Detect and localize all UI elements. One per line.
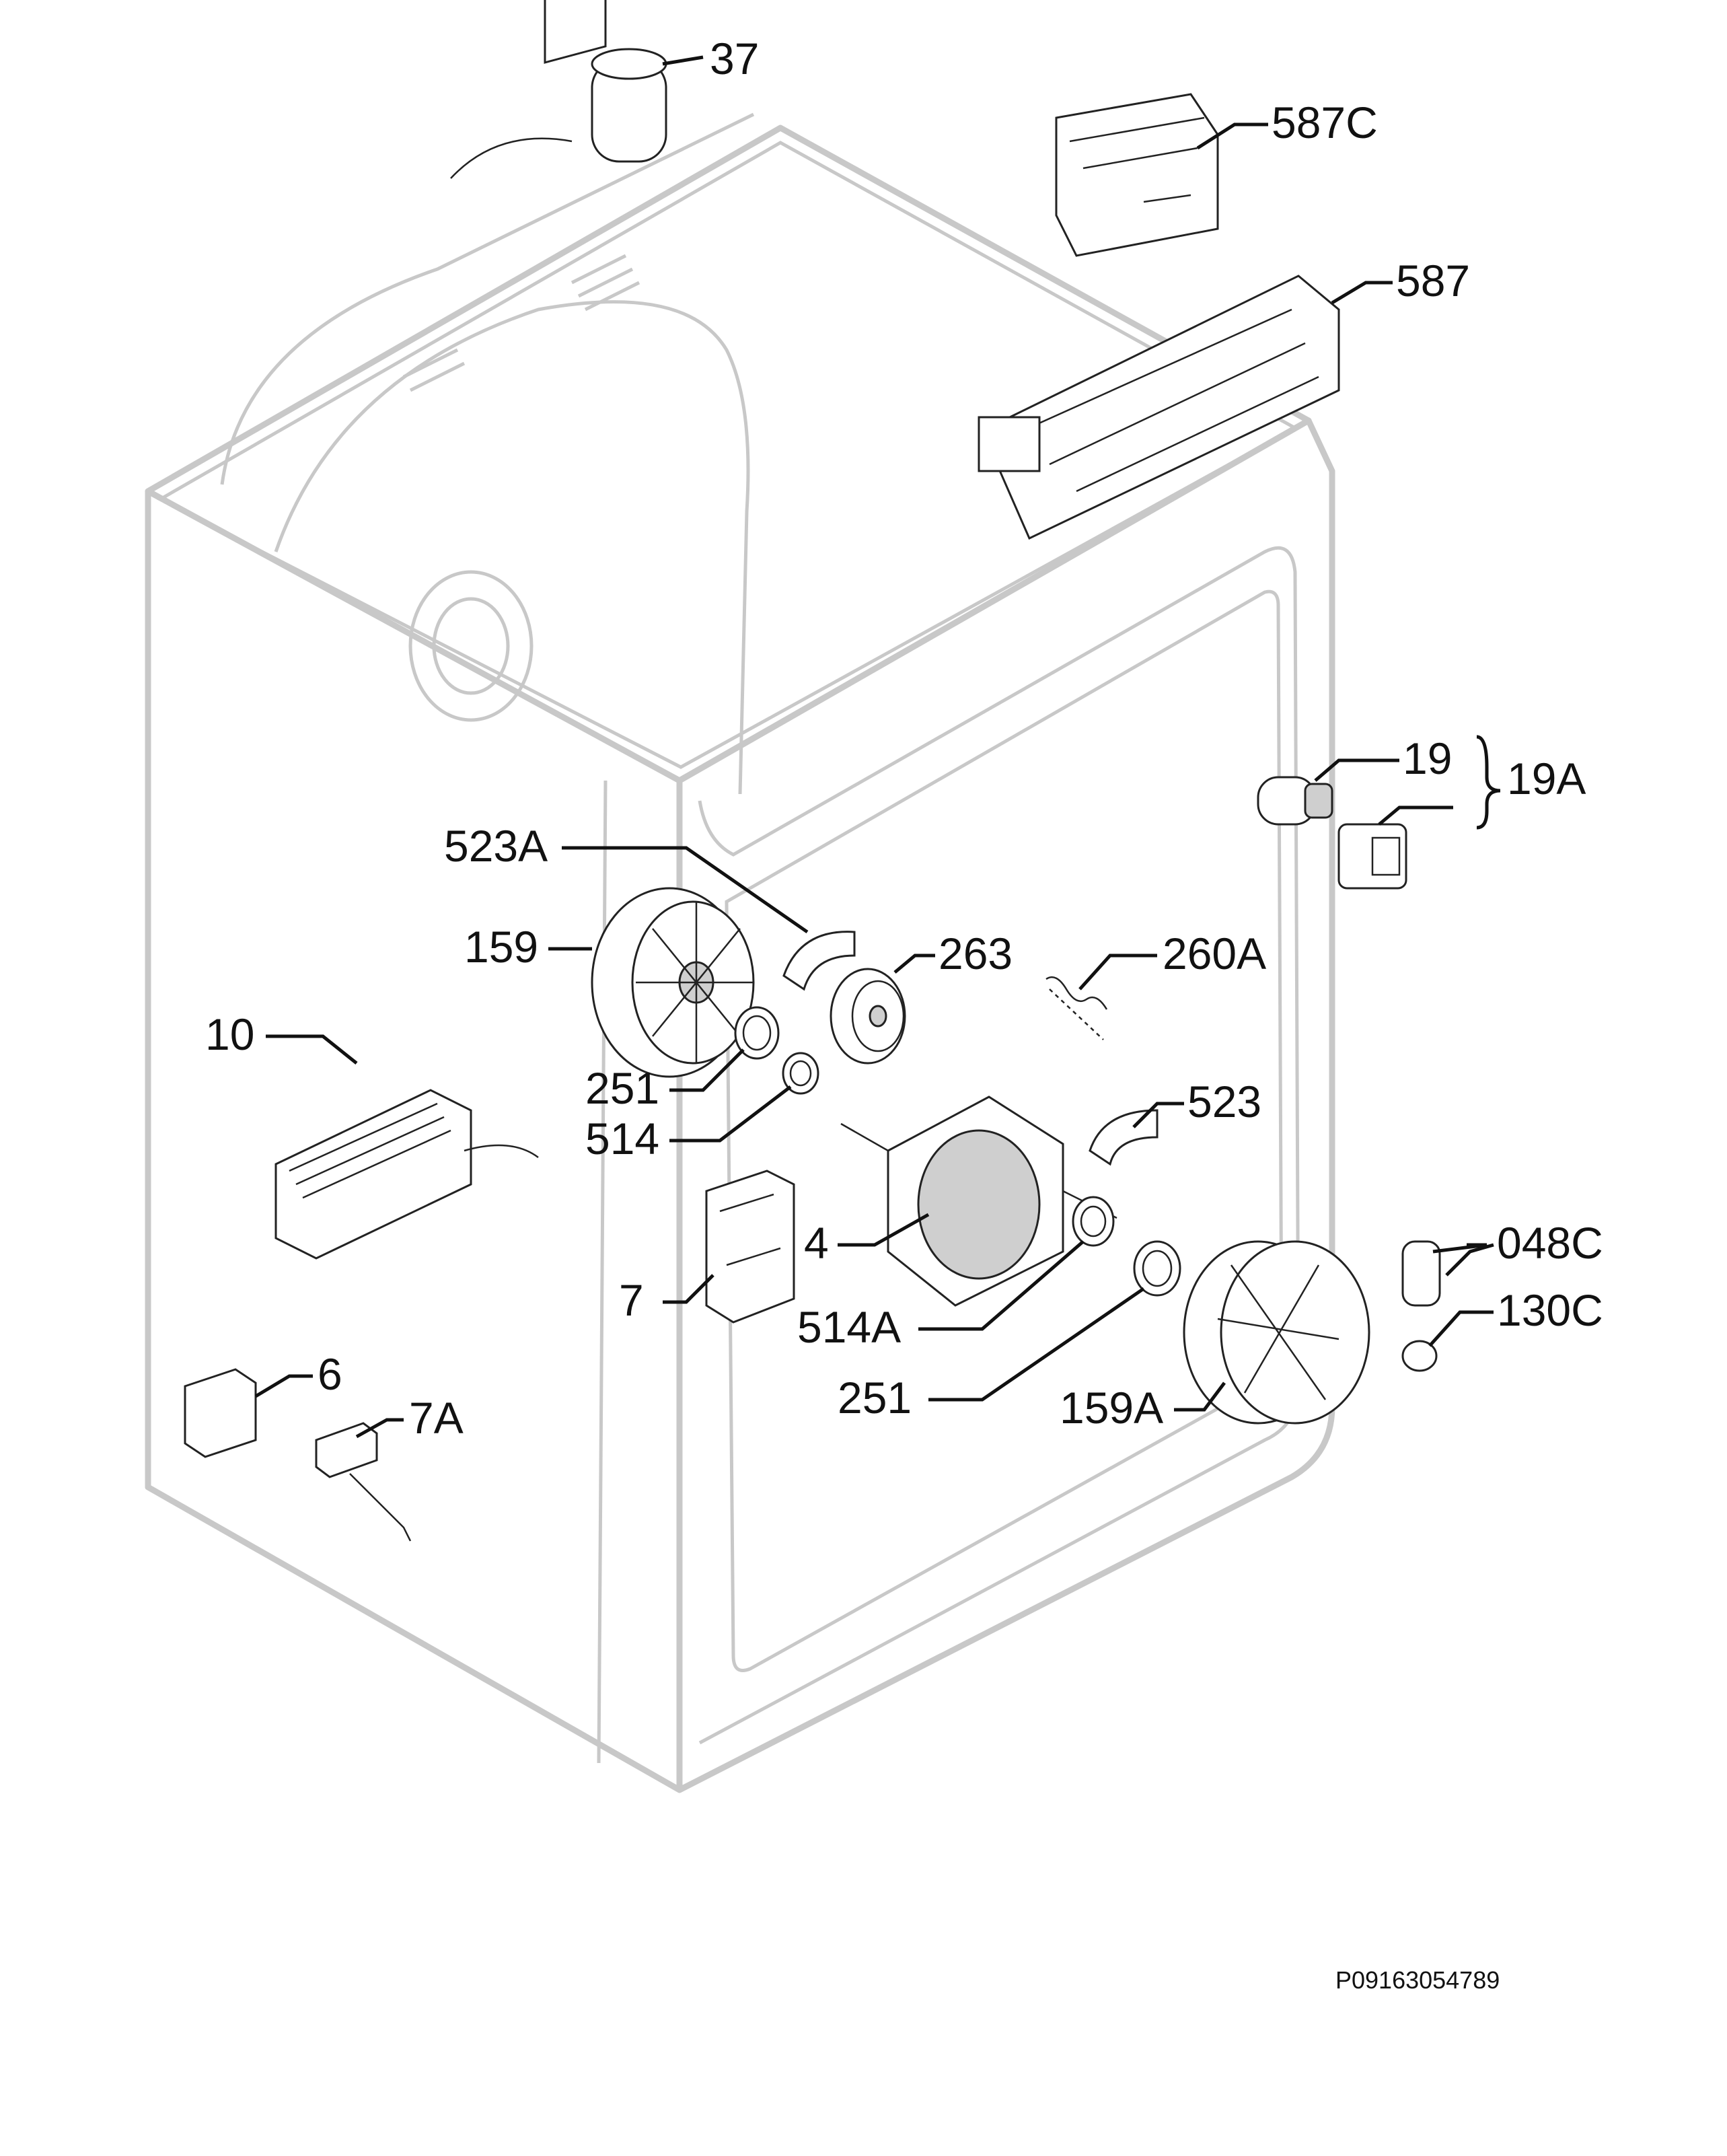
label-4: 4 — [804, 1218, 829, 1268]
label-10: 10 — [205, 1009, 254, 1059]
part-159-impeller — [591, 887, 755, 1078]
part-7-door-lock — [705, 1170, 795, 1324]
dryer-cabinet — [145, 112, 1335, 1793]
label-130C: 130C — [1497, 1285, 1603, 1335]
label-587: 587 — [1396, 256, 1470, 306]
part-159A-fan — [1183, 1240, 1370, 1425]
label-6: 6 — [318, 1349, 342, 1399]
part-6-interference-filter — [184, 1368, 257, 1458]
part-251-ring-upper — [734, 1006, 780, 1060]
part-7A-microswitch — [315, 1422, 412, 1542]
label-048C: 048C — [1497, 1218, 1603, 1268]
part-514-ring-upper — [782, 1052, 819, 1095]
label-587C: 587C — [1272, 98, 1378, 147]
part-514A-ring — [1072, 1196, 1115, 1247]
label-523: 523 — [1187, 1077, 1261, 1126]
part-523A-bracket — [782, 931, 856, 991]
label-263: 263 — [939, 929, 1013, 978]
label-159: 159 — [464, 922, 538, 972]
part-587C-control-module — [1055, 93, 1219, 257]
label-251-upper: 251 — [585, 1063, 659, 1113]
part-251-ring-lower — [1133, 1240, 1181, 1297]
label-514: 514 — [585, 1114, 659, 1163]
part-19A-connector — [1337, 823, 1407, 890]
callout-labels: 37 587C 587 19 19A 523A 159 263 260A 10 … — [205, 34, 1603, 1994]
part-10-heater-element — [274, 1089, 539, 1260]
part-523-bracket — [1089, 1109, 1159, 1166]
part-587-electronic-board — [978, 275, 1340, 540]
part-19-sensor — [1257, 776, 1333, 826]
label-514A: 514A — [797, 1302, 901, 1352]
part-130C-cap — [1401, 1340, 1438, 1372]
label-260A: 260A — [1163, 929, 1266, 978]
label-7: 7 — [619, 1275, 644, 1325]
part-37-suppressor-filter — [450, 0, 667, 179]
part-263-pulley — [830, 968, 906, 1065]
label-159A: 159A — [1060, 1383, 1163, 1433]
label-7A: 7A — [409, 1393, 464, 1443]
leader-lines — [254, 55, 1501, 1439]
part-048C-filter-plug — [1401, 1240, 1441, 1307]
label-19: 19 — [1403, 733, 1452, 783]
label-37: 37 — [710, 34, 759, 83]
label-19A: 19A — [1507, 754, 1586, 803]
label-523A: 523A — [444, 821, 548, 871]
part-260A-spring — [1045, 976, 1108, 1040]
part-4-motor — [840, 1095, 1117, 1307]
label-251-lower: 251 — [838, 1373, 912, 1423]
diagram-reference-code: P09163054789 — [1335, 1966, 1500, 1994]
